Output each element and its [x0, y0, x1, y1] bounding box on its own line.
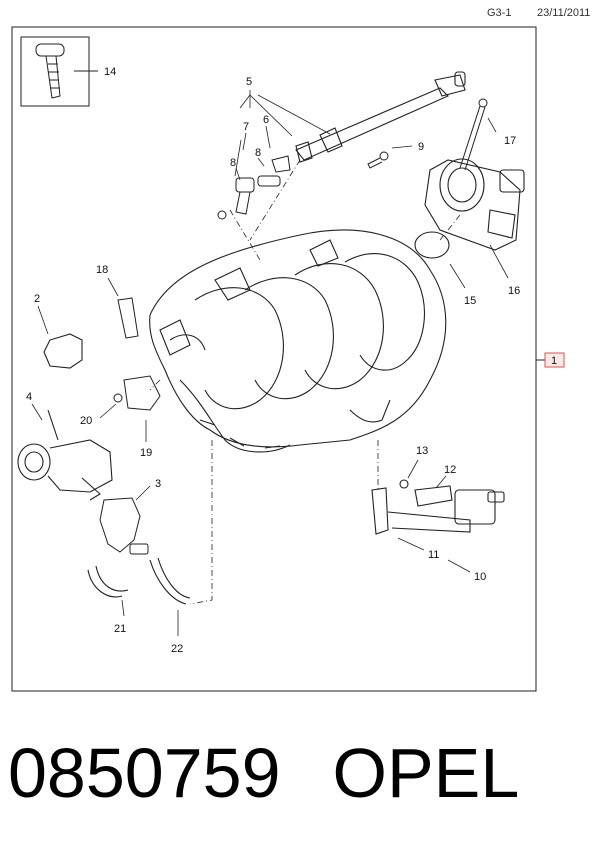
fuel-rail: [295, 71, 466, 163]
callout-13: 13: [416, 445, 428, 457]
callout-2: 2: [34, 293, 40, 305]
callout-7: 7: [243, 121, 249, 133]
callout-12: 12: [444, 464, 456, 476]
callout-14: 14: [104, 66, 116, 78]
callout-19: 19: [140, 447, 152, 459]
gasket-2: [43, 333, 83, 369]
callout-8-left: 8: [230, 157, 236, 169]
vacuum-hoses: [87, 557, 191, 605]
callout-17: 17: [504, 135, 516, 147]
brand-name: OPEL: [332, 734, 520, 812]
callout-6: 6: [263, 114, 269, 126]
guide-lines: [149, 159, 461, 605]
bolt-9: [367, 151, 389, 169]
egr-valve: [17, 409, 113, 501]
reference-tag: [544, 352, 565, 368]
part-number: 0850759: [8, 734, 281, 812]
sensor-19: [113, 375, 161, 411]
callout-9: 9: [418, 141, 424, 153]
sheet-date: 23/11/2011: [537, 7, 591, 19]
callout-8-right: 8: [255, 147, 261, 159]
callout-21: 21: [114, 623, 126, 635]
callout-18: 18: [96, 264, 108, 276]
bolt-part: [35, 43, 65, 99]
exploded-parts-diagram: 1: [11, 26, 565, 692]
diagram-frame: [11, 26, 537, 692]
callout-16: 16: [508, 285, 520, 297]
callout-10: 10: [474, 571, 486, 583]
callout-15: 15: [464, 295, 476, 307]
throttle-gasket: [414, 231, 450, 259]
callout-11: 11: [428, 549, 439, 561]
callout-4: 4: [26, 391, 32, 403]
sensor-3: [99, 497, 149, 555]
leader-lines: [31, 90, 509, 636]
callout-22: 22: [171, 643, 183, 655]
throttle-body: [424, 158, 525, 251]
sheet-code: G3-1: [487, 7, 512, 19]
callout-3: 3: [155, 478, 161, 490]
reference-tag-label: 1: [551, 355, 557, 367]
callout-5: 5: [246, 76, 252, 88]
part-18: [117, 297, 139, 339]
callout-20: 20: [80, 415, 92, 427]
intake-manifold: [149, 229, 447, 453]
fuel-injector: [217, 155, 291, 220]
purge-valve-assembly: [371, 479, 505, 535]
